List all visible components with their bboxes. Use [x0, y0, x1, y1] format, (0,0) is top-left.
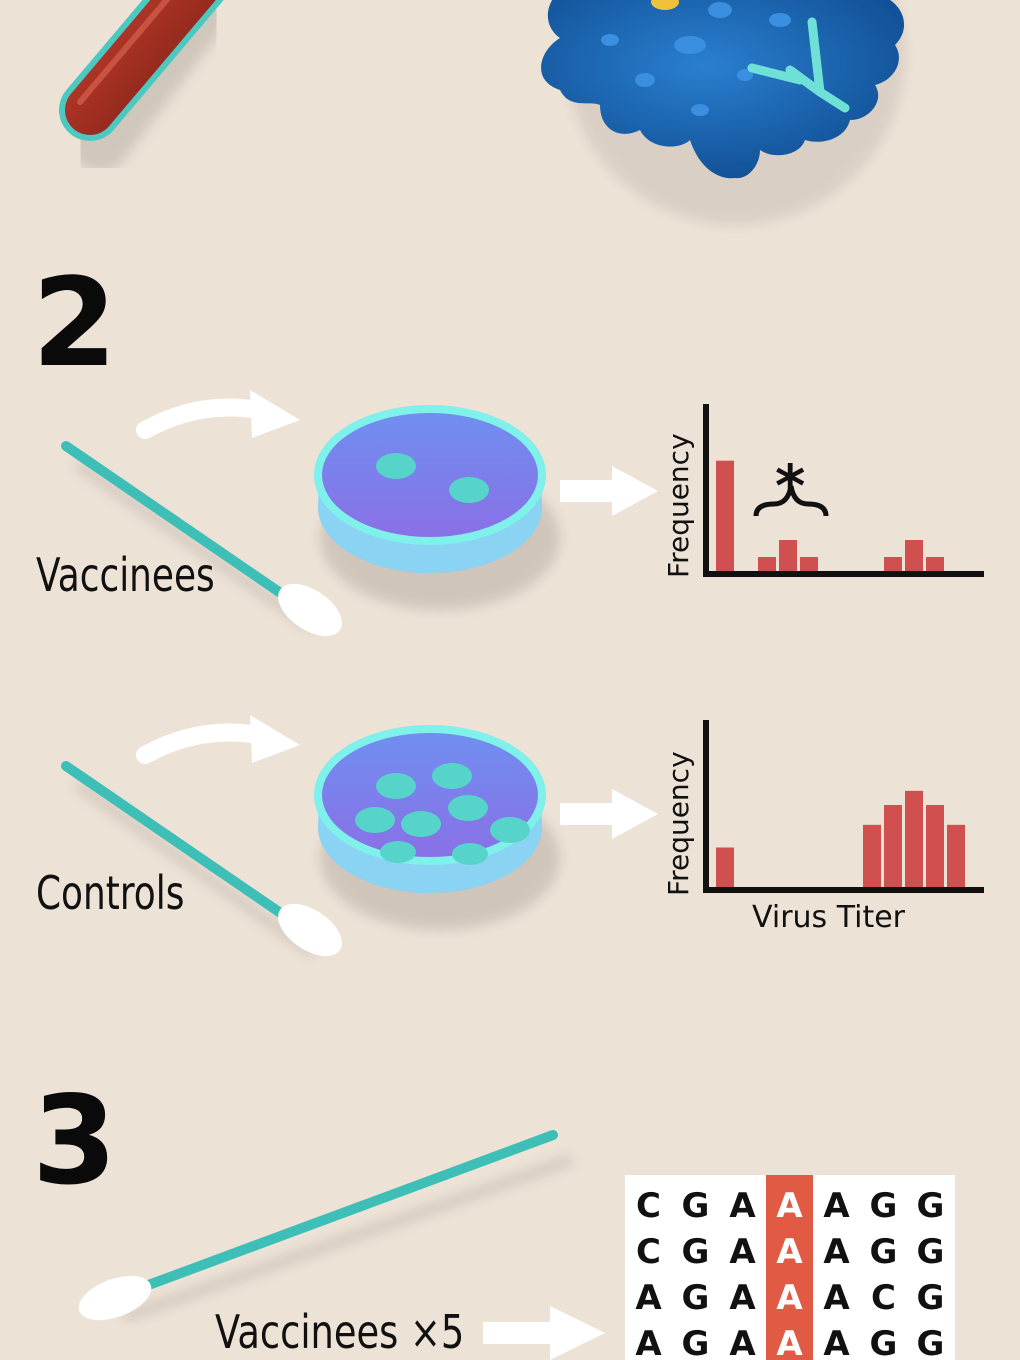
arrow-right-icon [560, 789, 658, 839]
nucleotide: A [776, 1232, 803, 1272]
histogram-bar [716, 460, 734, 574]
nucleotide: A [823, 1232, 850, 1272]
nucleotide: C [636, 1186, 661, 1226]
nucleotide: G [869, 1186, 898, 1226]
swab-sequencing-icon [78, 1130, 573, 1321]
nucleotide: A [635, 1324, 662, 1360]
histogram-controls [703, 720, 984, 893]
histogram-bar [758, 557, 776, 574]
chart-axes [703, 720, 984, 893]
nucleotide: G [869, 1324, 898, 1360]
histogram-vaccinees [703, 404, 984, 577]
nucleotide: G [916, 1324, 945, 1360]
nucleotide: A [776, 1278, 803, 1318]
arrow-right-icon [483, 1306, 605, 1360]
curved-arrow-icon [136, 390, 300, 439]
nucleotide: G [916, 1278, 945, 1318]
nucleotide: C [871, 1278, 896, 1318]
nucleotide: A [776, 1324, 803, 1360]
nucleotide: A [823, 1186, 850, 1226]
arrow-right-icon [560, 466, 658, 516]
swab-vaccinees-icon [61, 441, 342, 637]
nucleotide: A [776, 1186, 803, 1226]
nucleotide: G [681, 1186, 710, 1226]
histogram-bar [716, 847, 734, 890]
nucleotide: C [636, 1232, 661, 1272]
nucleotide: A [823, 1324, 850, 1360]
nucleotide: G [681, 1232, 710, 1272]
nucleotide: G [681, 1278, 710, 1318]
nucleotide: G [681, 1324, 710, 1360]
histogram-bar [905, 540, 923, 574]
frequency-axis-label-top: Frequency [662, 433, 695, 578]
significance-brace [752, 480, 830, 520]
antibody-icon [747, 17, 850, 113]
histogram-bar [779, 540, 797, 574]
histogram-bar [926, 557, 944, 574]
vaccinees-label: Vaccinees [36, 548, 215, 602]
petri-dish-controls-icon [314, 725, 560, 930]
step-2-number: 2 [32, 252, 117, 394]
chart-axes [703, 404, 984, 577]
virus-titer-axis-label: Virus Titer [752, 900, 906, 935]
nucleotide: A [729, 1232, 756, 1272]
nucleotide: A [729, 1186, 756, 1226]
nucleotide: G [916, 1186, 945, 1226]
histogram-bar [947, 824, 965, 890]
curved-arrow-icon [136, 715, 300, 764]
swab-controls-icon [61, 761, 342, 957]
nucleotide: A [729, 1278, 756, 1318]
blood-tube-icon [59, 0, 227, 172]
histogram-bar [884, 557, 902, 574]
nucleotide: A [823, 1278, 850, 1318]
histogram-bar [884, 805, 902, 890]
histogram-bar [905, 790, 923, 890]
vaccinees-x5-label: Vaccinees ×5 [215, 1305, 465, 1359]
nucleotide: G [916, 1232, 945, 1272]
nucleotide: A [729, 1324, 756, 1360]
controls-label: Controls [36, 866, 185, 920]
highlighted-column [766, 1175, 813, 1360]
histogram-bar [863, 824, 881, 890]
step-3-number: 3 [32, 1070, 117, 1212]
nucleotide: G [869, 1232, 898, 1272]
frequency-axis-label-bottom: Frequency [662, 751, 695, 896]
nucleotide: A [635, 1278, 662, 1318]
histogram-bar [800, 557, 818, 574]
virus-icon [541, 0, 905, 225]
petri-dish-vaccinees-icon [314, 405, 560, 610]
histogram-bar [926, 805, 944, 890]
